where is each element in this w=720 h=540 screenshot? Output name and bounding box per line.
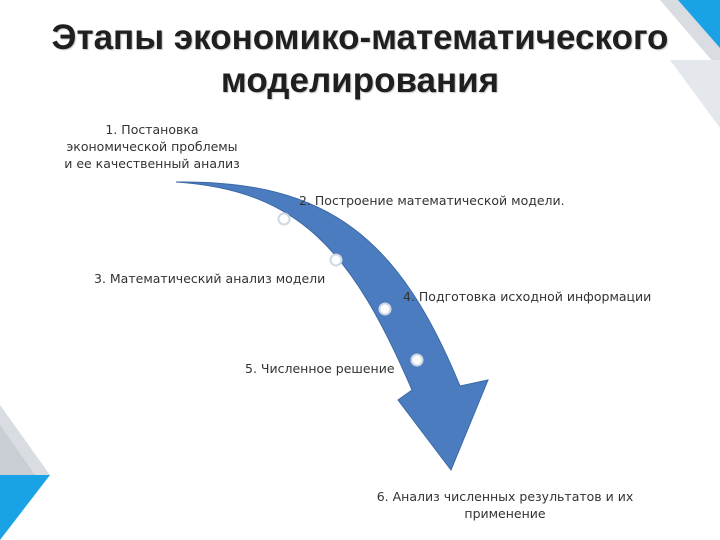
step-marker-dot-3	[378, 302, 392, 316]
arrow-body	[175, 181, 489, 471]
step-marker-dot-2	[329, 253, 343, 267]
step-3-label: 3. Математический анализ модели	[94, 271, 326, 286]
corner-decoration-top-right	[660, 0, 720, 128]
corner-decoration-bottom-left	[0, 405, 50, 540]
step-1-line-3: и ее качественный анализ	[64, 156, 240, 171]
step-marker-dot-4	[410, 353, 424, 367]
step-1-line-1: 1. Постановка	[105, 122, 199, 137]
title-line-1: Этапы экономико-математического	[51, 18, 669, 57]
page-title: Этапы экономико-математического моделиро…	[0, 16, 720, 102]
step-marker-dot-1	[277, 212, 291, 226]
step-4-label: 4. Подготовка исходной информации	[403, 289, 652, 304]
step-1-label: 1. Постановка экономической проблемы и е…	[52, 121, 252, 172]
step-2-label: 2. Построение математической модели.	[299, 193, 565, 208]
step-1-line-2: экономической проблемы	[66, 139, 238, 154]
step-5-label: 5. Численное решение	[245, 361, 395, 376]
step-6-label: 6. Анализ численных результатов и их при…	[376, 489, 634, 521]
title-line-2: моделирования	[220, 61, 500, 100]
